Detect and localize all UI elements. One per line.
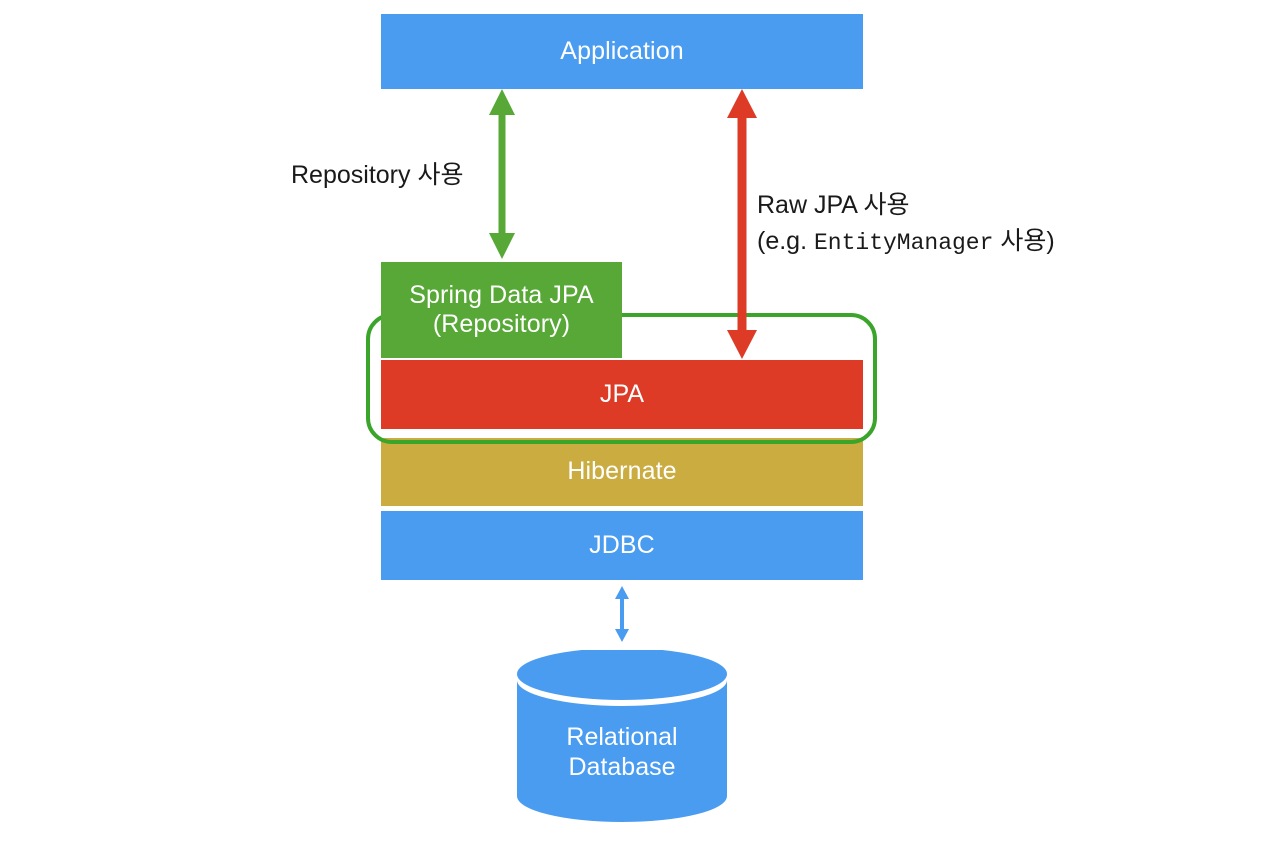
raw-jpa-label-line2: (e.g. EntityManager 사용) [757, 224, 1055, 260]
relational-database-cylinder[interactable] [517, 650, 727, 822]
layer-label-application: Application [560, 36, 684, 65]
raw-jpa-label-prefix: (e.g. [757, 226, 814, 255]
layer-label-spring-data-jpa-line1: Spring Data JPA [409, 280, 594, 309]
raw-jpa-arrow [722, 88, 762, 360]
layer-box-spring-data-jpa[interactable]: Spring Data JPA (Repository) [381, 262, 622, 358]
layer-box-application[interactable]: Application [381, 14, 863, 89]
layer-box-hibernate[interactable]: Hibernate [381, 438, 863, 506]
repository-arrow [484, 88, 520, 260]
raw-jpa-label-line1: Raw JPA 사용 [757, 191, 910, 219]
raw-jpa-label-suffix: 사용) [993, 226, 1055, 255]
layer-box-jdbc[interactable]: JDBC [381, 511, 863, 580]
layer-box-jpa[interactable]: JPA [381, 360, 863, 429]
jdbc-database-arrow [612, 586, 632, 642]
raw-jpa-arrow-label: Raw JPA 사용 (e.g. EntityManager 사용) [757, 188, 1055, 259]
layer-label-jdbc: JDBC [589, 530, 655, 559]
layer-label-hibernate: Hibernate [567, 457, 677, 486]
entity-manager-code-text: EntityManager [813, 229, 994, 256]
repository-arrow-label: Repository 사용 [291, 161, 464, 189]
layer-label-jpa: JPA [599, 379, 645, 408]
layer-label-spring-data-jpa-line2: (Repository) [432, 310, 571, 338]
